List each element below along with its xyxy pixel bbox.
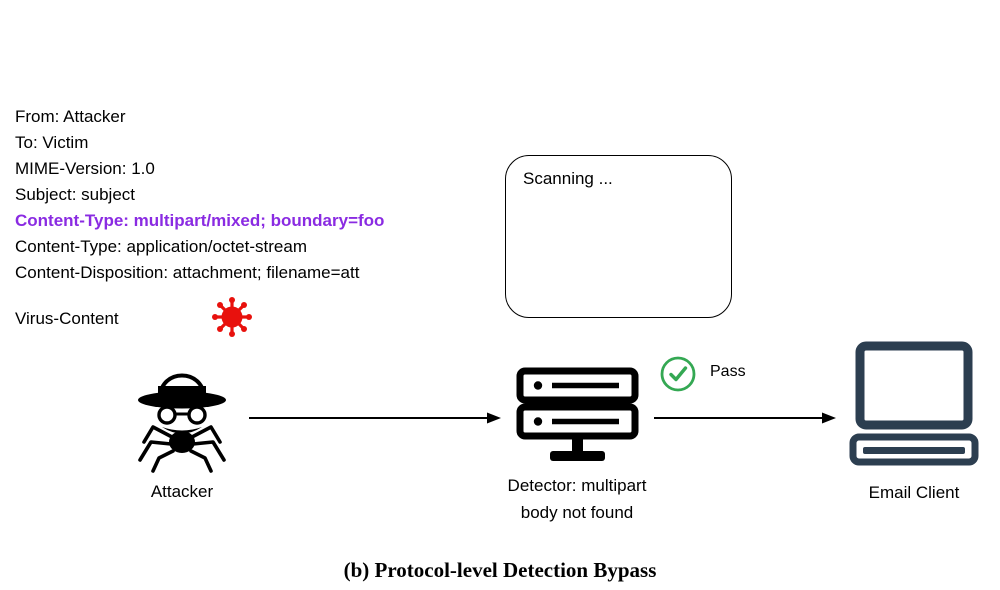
scanner-status-text: Scanning ... [523, 169, 613, 188]
scanner-box: Scanning ... [505, 155, 732, 318]
server-icon [516, 367, 639, 461]
email-client-label: Email Client [868, 483, 960, 502]
header-line: Content-Type: application/octet-stream [15, 237, 307, 256]
detector-label-line1: Detector: multipart [507, 476, 647, 495]
header-line: MIME-Version: 1.0 [15, 159, 155, 178]
arrow-right-icon [249, 412, 501, 424]
email-headers: From: Attacker To: Victim MIME-Version: … [15, 104, 384, 286]
detector-label-line2: body not found [520, 503, 634, 522]
header-line: Content-Disposition: attachment; filenam… [15, 263, 360, 282]
header-line: From: Attacker [15, 107, 126, 126]
detector-label: Detector: multipart body not found [472, 472, 682, 526]
computer-icon [849, 341, 979, 466]
figure-caption: (b) Protocol-level Detection Bypass [343, 558, 657, 582]
arrow-right-icon [654, 412, 836, 424]
header-line: To: Victim [15, 133, 89, 152]
virus-content-label: Virus-Content [15, 309, 119, 328]
header-line: Subject: subject [15, 185, 136, 204]
header-line-highlighted: Content-Type: multipart/mixed; boundary=… [15, 211, 385, 230]
virus-icon [212, 297, 252, 337]
check-circle-icon [660, 356, 696, 392]
pass-label: Pass [710, 363, 746, 380]
attacker-label: Attacker [150, 482, 214, 501]
spy-icon [138, 373, 226, 473]
